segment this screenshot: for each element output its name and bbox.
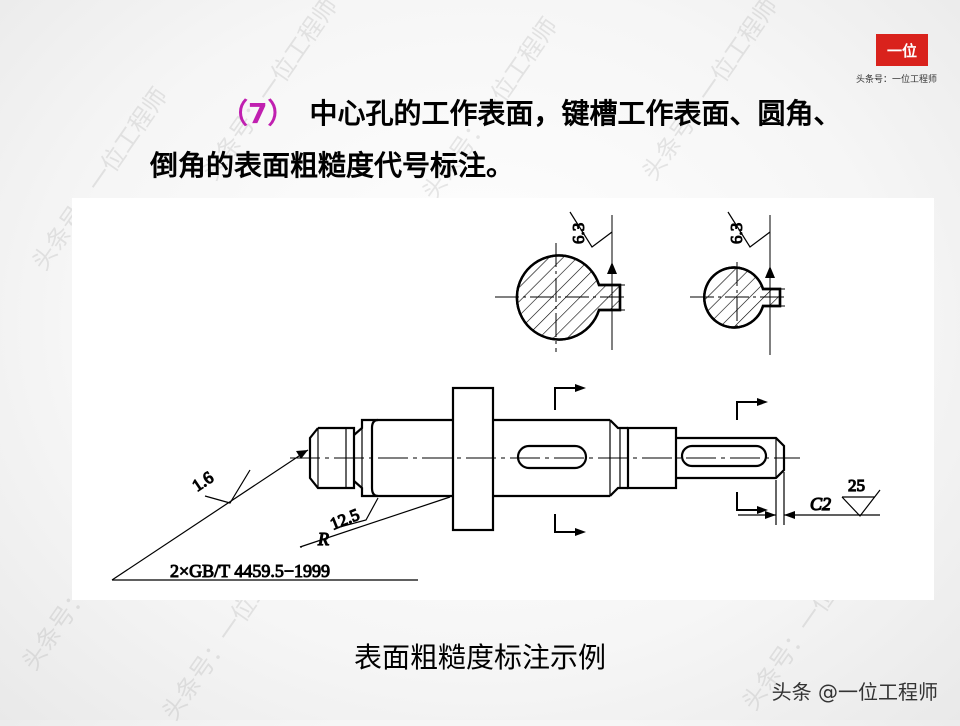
- fillet-symbol: R: [317, 529, 329, 549]
- section-view-small: 6.3: [690, 211, 785, 355]
- standard-note-text: 2×GB/T 4459.5−1999: [170, 561, 330, 581]
- fillet-roughness: R 12.5: [299, 496, 451, 550]
- brand-logo: 一位: [876, 34, 928, 66]
- standard-note: 2×GB/T 4459.5−1999: [112, 561, 418, 582]
- section-cut-markers: [554, 384, 768, 536]
- slide-heading: （7）中心孔的工作表面，键槽工作表面、圆角、倒角的表面粗糙度代号标注。: [150, 88, 850, 192]
- heading-text: 中心孔的工作表面，键槽工作表面、圆角、倒角的表面粗糙度代号标注。: [150, 97, 842, 182]
- roughness-value-chamfer: 25: [848, 476, 865, 495]
- heading-number: （7）: [220, 97, 296, 130]
- roughness-value-section-large: 6.3: [569, 223, 588, 244]
- brand-logo-subtitle: 头条号：一位工程师: [856, 75, 938, 85]
- chamfer-label: C2: [810, 494, 831, 514]
- shaft-main-view: [308, 386, 786, 532]
- roughness-value-fillet: 12.5: [327, 505, 362, 534]
- shaft-drawing: 6.3 6.3: [111, 211, 881, 582]
- roughness-value-section-small: 6.3: [727, 223, 746, 244]
- shaft-drawing-panel: 6.3 6.3: [72, 198, 934, 600]
- chamfer-roughness: C2 25: [738, 472, 881, 525]
- section-view-large: 6.3: [495, 211, 625, 352]
- roughness-value-center-hole: 1.6: [189, 468, 217, 496]
- figure-caption: 表面粗糙度标注示例: [353, 641, 606, 674]
- credit-text: 头条 @一位工程师: [771, 680, 938, 704]
